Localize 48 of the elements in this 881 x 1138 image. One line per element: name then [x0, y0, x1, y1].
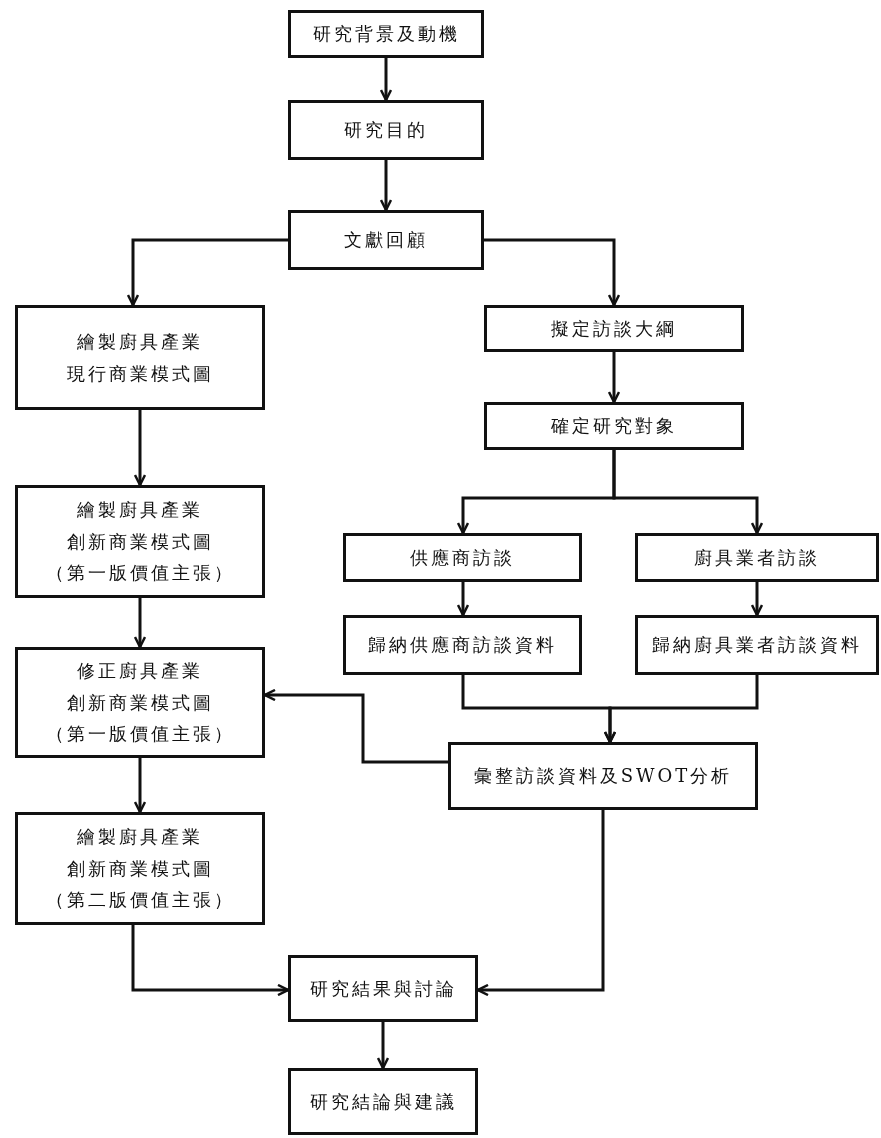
process-box	[343, 615, 582, 675]
process-box	[288, 955, 478, 1022]
process-box	[15, 305, 265, 410]
arrow	[263, 688, 448, 764]
box-label: 廚具業者訪談	[694, 545, 820, 570]
process-box	[288, 100, 484, 160]
box-label: 修正廚具產業創新商業模式圖（第一版價值主張）	[45, 659, 235, 747]
box-label: 歸納供應商訪談資料	[368, 633, 557, 658]
process-box	[288, 210, 484, 270]
box-label: 確定研究對象	[551, 414, 677, 439]
arrow	[607, 352, 621, 404]
arrow	[133, 598, 147, 649]
box-label: 供應商訪談	[410, 545, 515, 570]
process-box	[635, 533, 879, 582]
arrow	[379, 160, 393, 212]
arrow	[379, 58, 393, 102]
box-label: 文獻回顧	[344, 228, 428, 253]
arrow	[456, 582, 470, 617]
box-label: 繪製廚具產業創新商業模式圖（第二版價值主張）	[45, 825, 235, 913]
box-label: 歸納廚具業者訪談資料	[652, 633, 862, 658]
process-box	[15, 485, 265, 598]
arrow	[484, 238, 621, 307]
process-box	[15, 812, 265, 925]
process-box	[484, 305, 744, 352]
box-label: 研究背景及動機	[312, 22, 460, 47]
arrow	[750, 582, 764, 617]
arrow	[612, 450, 764, 535]
arrow	[476, 810, 605, 997]
arrow	[131, 925, 290, 997]
box-label: 研究結果與討論	[309, 976, 457, 1001]
process-box	[635, 615, 879, 675]
process-box	[448, 742, 758, 810]
process-box	[288, 1068, 478, 1135]
arrow	[133, 410, 147, 487]
arrow	[376, 1022, 390, 1070]
process-box	[15, 647, 265, 758]
box-label: 繪製廚具產業現行商業模式圖	[66, 330, 214, 386]
box-label: 繪製廚具產業創新商業模式圖（第一版價值主張）	[45, 498, 235, 586]
process-box	[484, 402, 744, 450]
process-box	[343, 533, 582, 582]
box-label: 研究目的	[344, 118, 428, 143]
box-label: 彙整訪談資料及SWOT分析	[473, 764, 733, 789]
arrow	[603, 675, 759, 744]
process-box	[288, 10, 484, 58]
arrow	[133, 758, 147, 814]
arrow	[126, 238, 288, 307]
box-label: 研究結論與建議	[309, 1089, 457, 1114]
box-label: 擬定訪談大綱	[551, 316, 677, 341]
